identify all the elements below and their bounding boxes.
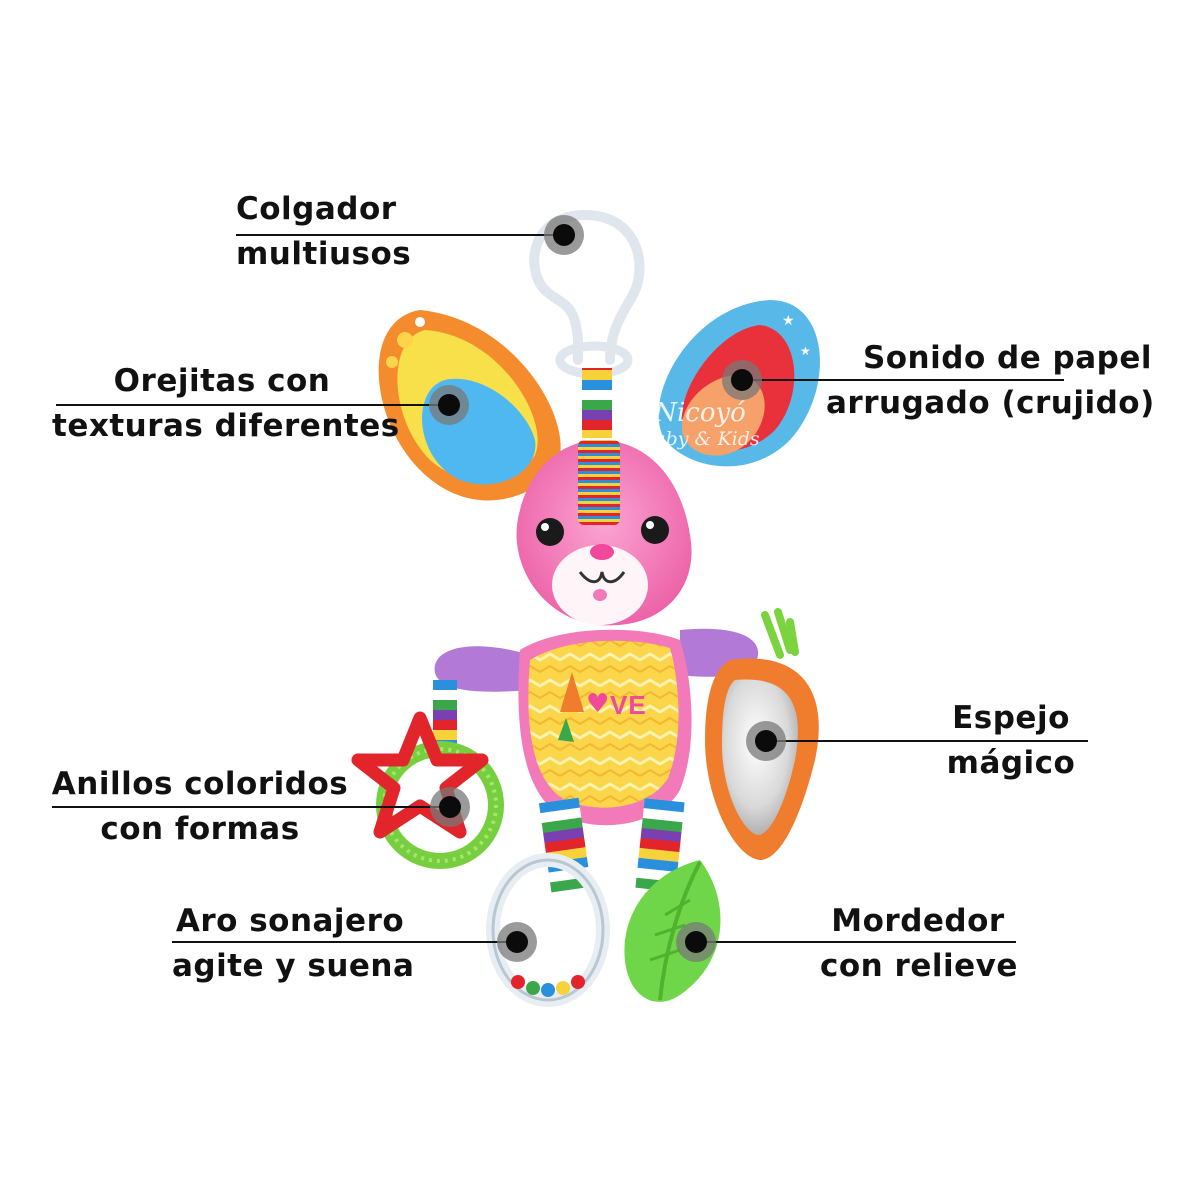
leader-line-crinkle — [742, 379, 1064, 381]
svg-text:★: ★ — [800, 344, 811, 358]
callout-teether: Mordedor con relieve — [820, 899, 1018, 989]
svg-text:♥: ♥ — [586, 689, 609, 719]
callout-rings-line2: con formas — [100, 811, 300, 847]
callout-rattle-line2: agite y suena — [172, 948, 415, 984]
callout-rattle-line1: Aro sonajero — [175, 903, 405, 939]
svg-text:★: ★ — [782, 313, 795, 329]
marker-dot-mirror — [746, 721, 786, 761]
chest-love-text: VE — [610, 690, 647, 720]
rattle-ring — [486, 853, 610, 1007]
watermark-line2: Baby & Kids — [640, 428, 760, 450]
left-arm — [434, 646, 530, 692]
marker-dot-teether — [676, 922, 716, 962]
callout-mirror-line2: mágico — [946, 745, 1076, 781]
marker-dot-rings — [430, 787, 470, 827]
bunny-head — [516, 440, 692, 626]
callout-teether-line1: Mordedor — [831, 903, 1005, 939]
marker-dot-hanger — [544, 215, 584, 255]
callout-hanger: Colgador multiusos — [236, 187, 411, 277]
top-ribbon — [582, 368, 612, 438]
marker-dot-crinkle — [722, 360, 762, 400]
callout-hanger-line1: Colgador — [236, 191, 397, 227]
right-leg — [635, 798, 685, 892]
callout-ears-line2: texturas diferentes — [52, 408, 400, 444]
leaf-teether — [624, 860, 721, 1002]
leader-line-rings — [52, 806, 450, 808]
leader-line-ears — [56, 404, 449, 406]
callout-teether-line2: con relieve — [820, 948, 1018, 984]
carrot-patch — [558, 672, 584, 742]
callout-ears: Orejitas con texturas diferentes — [52, 359, 400, 449]
leader-line-hanger — [236, 234, 564, 236]
bunny-body: ♥ — [518, 629, 692, 826]
callout-ears-line1: Orejitas con — [113, 363, 331, 399]
callout-rings: Anillos coloridos con formas — [50, 762, 350, 852]
leader-line-mirror — [766, 740, 1088, 742]
marker-dot-ears — [429, 385, 469, 425]
marker-dot-rattle — [497, 922, 537, 962]
left-ribbon — [433, 680, 457, 750]
callout-rattle: Aro sonajero agite y suena — [172, 899, 415, 989]
callout-crinkle: Sonido de papel arrugado (crujido) — [826, 336, 1155, 426]
callout-rings-line1: Anillos coloridos — [51, 766, 349, 802]
callout-mirror-line1: Espejo — [952, 700, 1070, 736]
watermark-line1: Nicoyó — [654, 398, 746, 428]
leader-line-teether — [696, 941, 1016, 943]
leader-line-rattle — [172, 941, 517, 943]
watermark: Nicoyó Baby & Kids — [630, 398, 770, 450]
callout-hanger-line2: multiusos — [236, 236, 412, 272]
callout-crinkle-line2: arrugado (crujido) — [826, 385, 1155, 421]
callout-mirror: Espejo mágico — [940, 696, 1082, 786]
callout-crinkle-line1: Sonido de papel — [862, 340, 1152, 376]
